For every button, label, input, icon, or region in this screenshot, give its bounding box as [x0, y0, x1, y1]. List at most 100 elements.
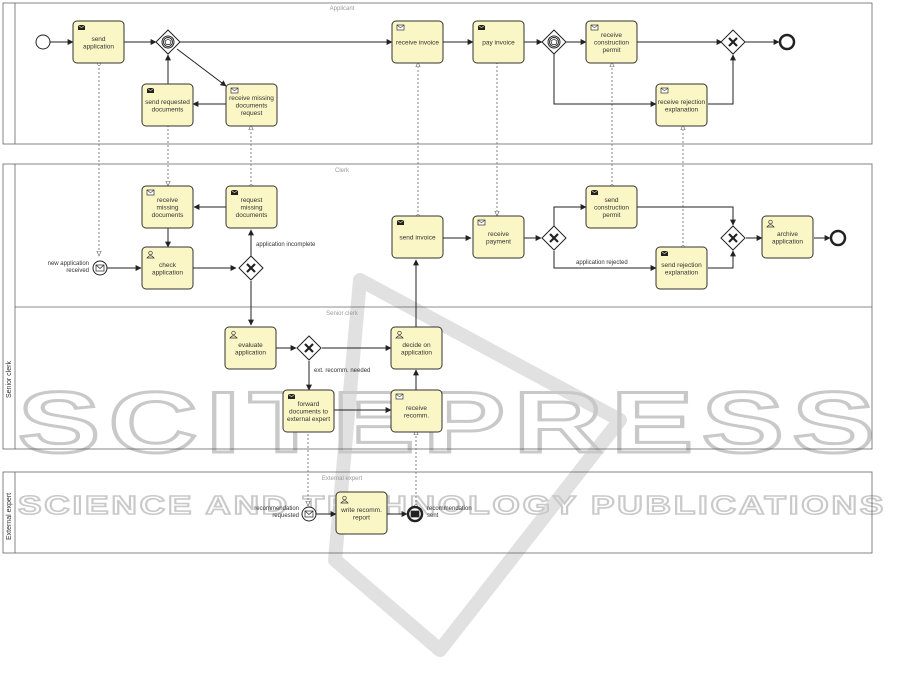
flow-label-application-rejected: application rejected	[576, 260, 628, 266]
task-pay-invoice: pay invoice	[472, 20, 525, 64]
task-label-line: send invoice	[399, 235, 436, 242]
sequence-flow	[553, 204, 587, 226]
event-label-recommendation-requested-line2: requested	[272, 513, 299, 519]
sequence-flow	[176, 48, 227, 87]
events: new application received recommendation …	[35, 33, 847, 523]
task-receive-invoice: receive invoice	[391, 20, 444, 64]
task-label-line: documents	[152, 212, 185, 219]
task-label-line: explanation	[665, 269, 699, 276]
receive-message-icon	[230, 87, 239, 94]
task-label-line: send rejection	[661, 262, 702, 269]
pool-external-expert: External expert External expert	[2, 471, 873, 554]
task-label-line: construction	[594, 205, 629, 212]
task-label-line: send requested	[145, 99, 190, 106]
send-message-icon	[396, 219, 405, 225]
gateways	[155, 29, 746, 361]
exclusive-gateway	[296, 335, 322, 361]
message-start-event-recommendation-requested	[301, 506, 317, 522]
send-message-icon	[146, 87, 155, 93]
task-label-line: application	[83, 43, 114, 50]
sequence-flows	[50, 39, 831, 517]
send-message-icon	[77, 24, 86, 30]
receive-message-icon	[590, 24, 599, 31]
receive-message-icon	[477, 219, 486, 226]
sequence-flow	[708, 250, 736, 269]
pool-title-applicant: Applicant	[330, 6, 355, 12]
pool-label-external-expert: External expert	[6, 493, 13, 540]
user-task-icon	[340, 495, 349, 504]
task-label-line: receive	[157, 197, 178, 204]
task-label-line: permit	[602, 47, 620, 54]
receive-message-icon	[395, 393, 404, 400]
task-label-line: receive	[488, 231, 509, 238]
task-label-line: forward	[298, 401, 320, 408]
pool-applicant: Applicant	[2, 2, 873, 145]
task-label-line: check	[159, 262, 177, 269]
end-event	[778, 33, 796, 51]
end-event	[829, 229, 847, 247]
task-label-line: evaluate	[238, 342, 263, 349]
task-label-line: documents	[152, 106, 185, 113]
event-label-new-application-line2: received	[66, 268, 89, 274]
task-label-line: missing	[156, 205, 178, 212]
exclusive-gateway	[541, 225, 567, 251]
pool-label-senior-clerk: Senior clerk	[6, 361, 13, 398]
exclusive-gateway	[720, 29, 746, 55]
user-task-icon	[766, 219, 775, 228]
event-label-recommendation-requested-line1: recommendation	[254, 506, 299, 512]
receive-message-icon	[396, 24, 405, 31]
task-label-line: receive invoice	[396, 40, 439, 47]
task-label-line: recomm.	[404, 412, 429, 419]
message-start-event-new-application	[92, 260, 108, 276]
task-label-line: receive rejection	[658, 99, 706, 106]
event-based-gateway	[541, 29, 567, 55]
task-send-invoice: send invoice	[391, 215, 444, 259]
lane-title-senior-clerk: Senior clerk	[326, 311, 359, 317]
user-task-icon	[395, 330, 404, 339]
task-label-line: permit	[602, 212, 620, 219]
send-message-icon	[287, 393, 296, 399]
watermark-swoosh	[328, 273, 627, 657]
task-label-line: decide on	[402, 342, 431, 349]
lane-title-external-expert: External expert	[322, 476, 363, 482]
exclusive-gateway	[238, 255, 264, 281]
start-event	[35, 34, 51, 50]
task-label-line: documents	[236, 103, 269, 110]
task-label-line: documents	[236, 212, 269, 219]
task-label-line: receive	[406, 405, 427, 412]
task-label-line: application	[401, 349, 432, 356]
task-label-line: archive	[777, 231, 798, 238]
exclusive-gateway	[720, 225, 746, 251]
task-label-line: missing	[240, 205, 262, 212]
watermark-main-text: SCITEPRESS	[18, 375, 883, 471]
send-message-icon	[660, 250, 669, 256]
user-task-icon	[229, 330, 238, 339]
watermark-sub-text: SCIENCE AND TECHNOLOGY PUBLICATIONS	[18, 490, 886, 520]
task-label-line: pay invoice	[482, 40, 515, 47]
task-label-line: application	[152, 269, 183, 276]
send-message-icon	[230, 189, 239, 195]
receive-message-icon	[146, 189, 155, 196]
send-message-icon	[477, 24, 486, 30]
flow-label-ext-recomm-needed: ext. recomm. needed	[314, 368, 370, 374]
task-label-line: send	[604, 197, 618, 204]
event-label-recommendation-sent-line1: recommendation	[427, 506, 472, 512]
sequence-flow	[708, 54, 736, 105]
